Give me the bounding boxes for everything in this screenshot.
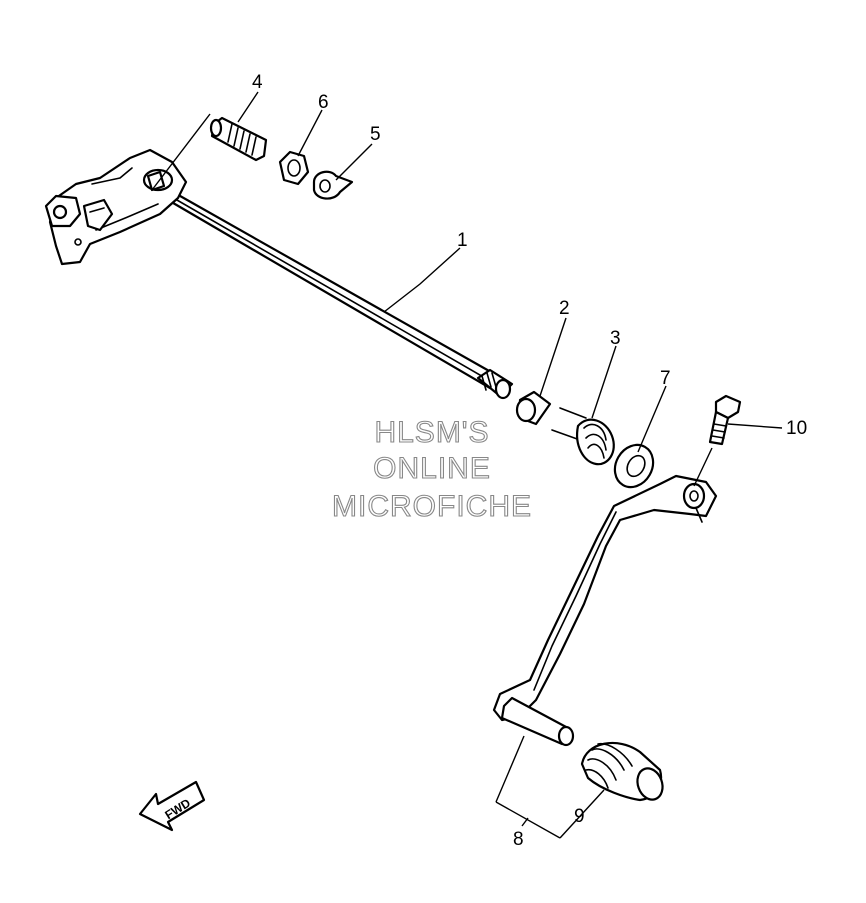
leader-2: [539, 317, 567, 397]
watermark-line-2: ONLINE: [373, 452, 491, 485]
leader-8-label: [521, 817, 529, 827]
alignment-line: [151, 113, 211, 191]
callout-7: 7: [660, 368, 671, 389]
leader-9: [559, 789, 605, 839]
leader-4: [237, 91, 259, 123]
leader-7: [637, 385, 667, 453]
callout-1: 1: [457, 230, 468, 251]
forward-direction-arrow-icon: FWD: [138, 780, 206, 832]
callout-8: 8: [513, 829, 524, 850]
leader-5: [335, 143, 373, 181]
callout-2: 2: [559, 298, 570, 319]
part-8-shift-pedal: [492, 474, 718, 747]
part-4-stud-bolt: [209, 116, 268, 162]
leader-10-to-pedal: [693, 447, 713, 487]
leader-10: [727, 423, 783, 429]
part-1-shift-shaft: [44, 148, 514, 400]
callout-5: 5: [370, 124, 381, 145]
watermark-line-1: HLSM'S: [374, 416, 489, 449]
callout-10: 10: [786, 418, 807, 439]
watermark-line-3: MICROFICHE: [332, 490, 532, 523]
callout-6: 6: [318, 92, 329, 113]
leader-6: [297, 109, 323, 157]
part-7-washer: [613, 443, 655, 489]
leader-8-peg: [495, 735, 525, 803]
part-9-pedal-rubber: [580, 741, 664, 802]
part-3-torsion-spring: [551, 407, 615, 466]
leader-8-bracket: [495, 801, 561, 839]
part-10-bolt: [708, 394, 742, 446]
callout-3: 3: [610, 328, 621, 349]
leader-1: [383, 247, 461, 313]
leader-3: [591, 345, 617, 419]
part-2-collar: [515, 390, 552, 426]
callout-4: 4: [252, 72, 263, 93]
watermark: HLSM'S ONLINE MICROFICHE: [331, 415, 532, 523]
callout-9: 9: [574, 806, 585, 827]
part-6-nut: [278, 150, 310, 186]
leader-lines: [237, 91, 783, 839]
part-5-lock-washer: [312, 170, 354, 200]
